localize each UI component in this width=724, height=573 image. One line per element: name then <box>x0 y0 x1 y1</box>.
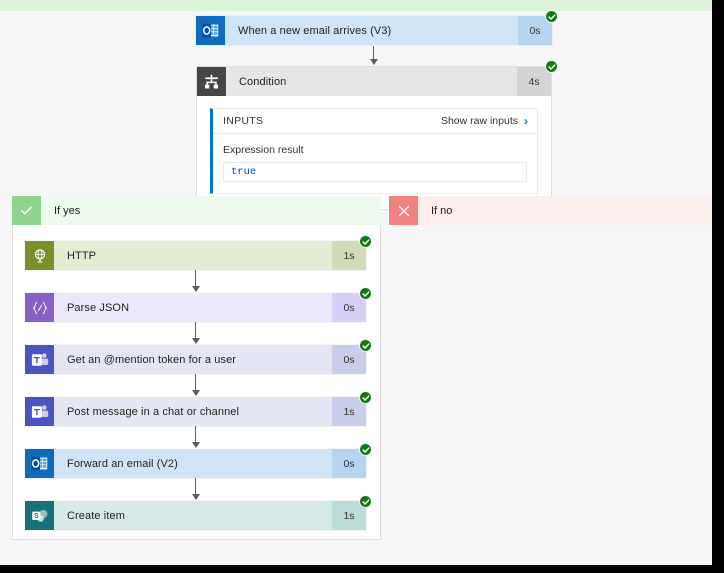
connector-parse-json-to-mention <box>189 322 202 344</box>
bottom-edge-strip <box>0 565 724 573</box>
trigger-status-badge <box>545 10 558 23</box>
connector-http-to-parse-json <box>189 270 202 292</box>
condition-icon <box>197 67 226 96</box>
connector-post-message-to-forward <box>189 426 202 448</box>
if-yes-header[interactable]: If yes <box>12 196 381 225</box>
chevron-right-icon: › <box>524 114 528 128</box>
action-title: Get an @mention token for a user <box>54 345 332 374</box>
condition-body: INPUTS Show raw inputs › Expression resu… <box>197 96 551 209</box>
condition-duration: 4s <box>517 67 551 96</box>
top-accent-strip <box>0 0 712 11</box>
condition-header[interactable]: Condition 4s <box>197 67 551 96</box>
action-status-badge-http <box>359 235 372 248</box>
condition-status-badge <box>545 60 558 73</box>
action-status-badge-get-mention-token <box>359 339 372 352</box>
action-status-badge-post-message <box>359 391 372 404</box>
outlook-icon <box>25 449 54 478</box>
action-card-http[interactable]: HTTP 1s <box>25 241 366 270</box>
expression-result-label: Expression result <box>223 144 304 156</box>
http-globe-icon <box>25 241 54 270</box>
if-no-label: If no <box>431 204 453 217</box>
action-title: Create item <box>54 501 332 530</box>
action-duration: 0s <box>332 293 366 322</box>
action-card-parse-json[interactable]: Parse JSON 0s <box>25 293 366 322</box>
parse-json-icon <box>25 293 54 322</box>
if-yes-label: If yes <box>54 204 81 217</box>
condition-title: Condition <box>226 67 517 96</box>
action-card-forward-email[interactable]: Forward an email (V2) 0s <box>25 449 366 478</box>
right-edge-strip <box>712 0 724 565</box>
svg-text:S: S <box>33 512 38 519</box>
if-yes-body: HTTP 1s Parse JSON 0s <box>12 225 381 540</box>
sharepoint-icon: S <box>25 501 54 530</box>
canvas-lower-area <box>0 540 712 565</box>
show-raw-inputs-label: Show raw inputs <box>440 115 518 127</box>
inputs-content: Expression result true <box>213 134 537 193</box>
flow-run-canvas: When a new email arrives (V3) 0s <box>0 0 712 565</box>
check-icon <box>12 196 41 225</box>
action-card-get-mention-token[interactable]: Get an @mention token for a user 0s <box>25 345 366 374</box>
trigger-card-when-a-new-email-arrives[interactable]: When a new email arrives (V3) 0s <box>196 16 552 45</box>
trigger-title: When a new email arrives (V3) <box>225 16 518 45</box>
if-no-header[interactable]: If no <box>389 196 712 225</box>
show-raw-inputs-link[interactable]: Show raw inputs › <box>441 115 528 127</box>
connector-trigger-to-condition <box>367 46 380 65</box>
inputs-header: INPUTS Show raw inputs › <box>213 109 537 134</box>
action-title: Parse JSON <box>54 293 332 322</box>
connector-forward-to-create-item <box>189 478 202 500</box>
inputs-panel: INPUTS Show raw inputs › Expression resu… <box>210 108 538 194</box>
connector-mention-to-post-message <box>189 374 202 396</box>
action-card-create-item[interactable]: S Create item 1s <box>25 501 366 530</box>
expression-result-value: true <box>223 162 527 182</box>
action-status-badge-create-item <box>359 495 372 508</box>
inputs-label: INPUTS <box>223 115 264 127</box>
action-duration: 1s <box>332 501 366 530</box>
teams-icon <box>25 397 54 426</box>
close-icon <box>389 196 418 225</box>
action-card-post-message[interactable]: Post message in a chat or channel 1s <box>25 397 366 426</box>
outlook-icon <box>196 16 225 45</box>
branch-if-yes: If yes HTTP 1s <box>12 196 381 540</box>
branch-if-no: If no <box>389 196 712 225</box>
action-title: Forward an email (V2) <box>54 449 332 478</box>
condition-card[interactable]: Condition 4s INPUTS Show raw inputs › Ex… <box>196 66 552 210</box>
action-status-badge-parse-json <box>359 287 372 300</box>
action-title: HTTP <box>54 241 332 270</box>
action-status-badge-forward-email <box>359 443 372 456</box>
action-title: Post message in a chat or channel <box>54 397 332 426</box>
teams-icon <box>25 345 54 374</box>
